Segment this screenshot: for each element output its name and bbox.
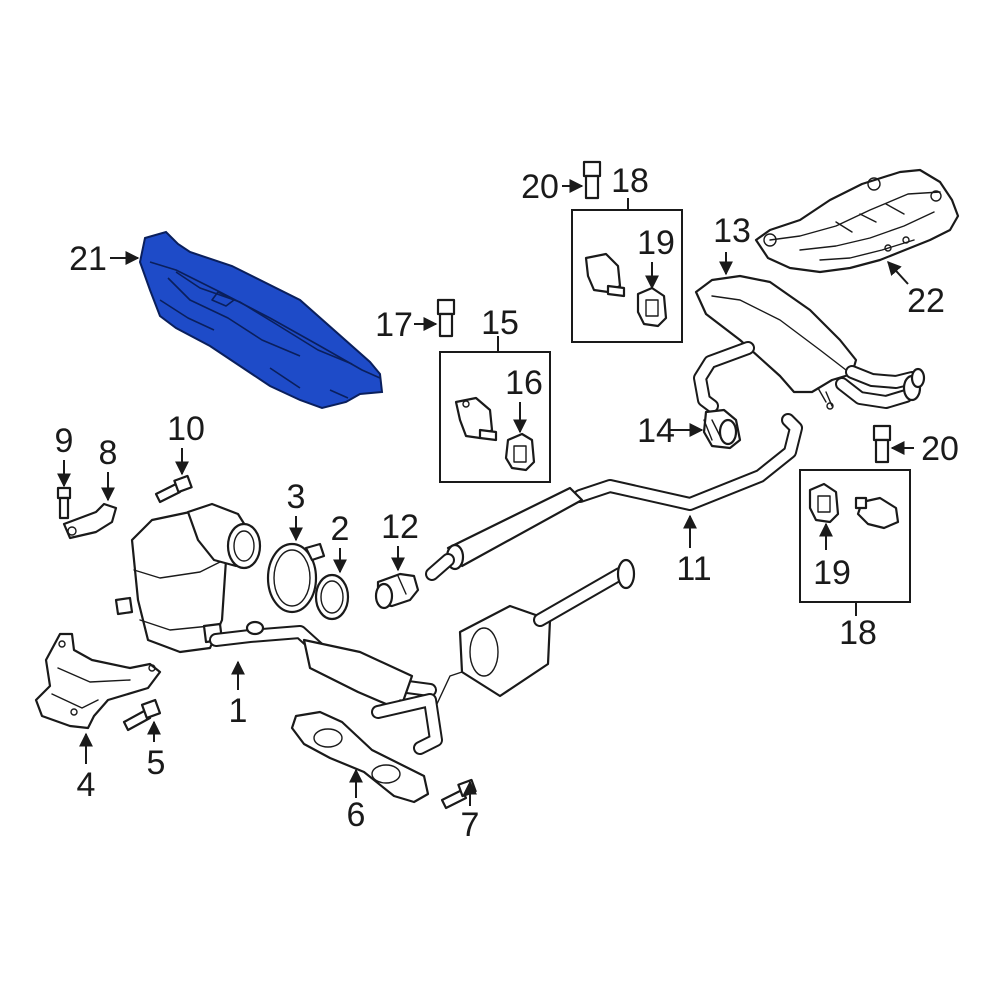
part-19-rubber-insulator-top[interactable] <box>636 286 668 328</box>
part-11-intermediate-pipe[interactable] <box>425 413 803 581</box>
part-14-clamp[interactable] <box>702 408 742 450</box>
callout-10: 10 <box>167 410 205 448</box>
callout-20-right: 20 <box>921 430 959 468</box>
callout-11: 11 <box>676 550 711 588</box>
callout-5: 5 <box>147 744 166 782</box>
part-20-bolt-top[interactable] <box>582 160 602 200</box>
box-15 <box>439 351 551 483</box>
part-2-gasket[interactable] <box>314 573 350 621</box>
part-16-rubber-insulator[interactable] <box>504 432 536 472</box>
callout-14: 14 <box>637 412 675 450</box>
part-13-rear-muffler[interactable] <box>693 274 926 413</box>
part-3-clamp-ring[interactable] <box>266 542 326 614</box>
part-20-bolt-right[interactable] <box>872 424 892 464</box>
part-10-bolt[interactable] <box>154 474 193 504</box>
part-17-bolt[interactable] <box>436 298 456 338</box>
callout-4: 4 <box>77 766 96 804</box>
callout-labels: 1 2 3 4 5 6 7 8 9 10 11 12 13 14 15 16 1… <box>55 162 959 844</box>
callout-9: 9 <box>55 422 74 460</box>
callout-19-right: 19 <box>813 554 851 592</box>
callout-21: 21 <box>69 240 107 278</box>
callout-22: 22 <box>907 282 945 320</box>
callout-13: 13 <box>713 212 751 250</box>
callout-19-top: 19 <box>637 224 675 262</box>
callout-15: 15 <box>481 304 519 342</box>
leader-lines <box>57 179 914 806</box>
part-19-rubber-insulator-right[interactable] <box>808 482 840 524</box>
callout-12: 12 <box>381 508 419 546</box>
callout-16: 16 <box>505 364 543 402</box>
callout-8: 8 <box>99 434 118 472</box>
callout-18-right: 18 <box>839 614 877 652</box>
part-6-gasket-plate[interactable] <box>290 710 430 804</box>
part-9-bolt[interactable] <box>56 486 72 520</box>
part-18-hanger-bracket-top[interactable] <box>584 252 626 298</box>
callout-20-top: 20 <box>521 168 559 206</box>
part-4-bracket[interactable] <box>34 632 162 730</box>
callout-3: 3 <box>287 478 306 516</box>
part-22-rear-heat-shield[interactable] <box>754 168 960 274</box>
callout-1: 1 <box>229 692 248 730</box>
callout-7: 7 <box>461 806 480 844</box>
part-21-heat-shield[interactable] <box>138 230 384 410</box>
callout-17: 17 <box>375 306 413 344</box>
part-8-bracket[interactable] <box>62 502 118 540</box>
part-12-clamp[interactable] <box>374 572 420 610</box>
part-1-catalytic-converter[interactable] <box>114 502 636 755</box>
part-15-hanger-bracket[interactable] <box>454 396 498 442</box>
callout-18-top: 18 <box>611 162 649 200</box>
part-5-bolt[interactable] <box>122 698 162 732</box>
part-18-hanger-bracket-right[interactable] <box>854 496 900 530</box>
callout-6: 6 <box>347 796 366 834</box>
callout-2: 2 <box>331 510 350 548</box>
